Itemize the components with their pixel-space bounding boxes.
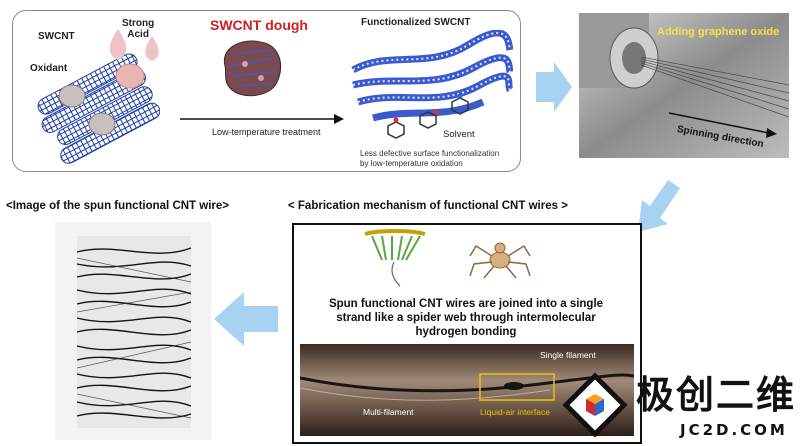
- acid-drop-icon: [109, 29, 127, 60]
- flow-arrow-right-icon: [536, 62, 572, 112]
- spinning-photo: [579, 13, 789, 158]
- graphene-label: Adding graphene oxide: [657, 26, 780, 38]
- functionalization-note: Less defective surface functionalization…: [360, 149, 500, 168]
- solvent-label: Solvent: [443, 129, 475, 140]
- multi-filament-label: Multi-filament: [363, 407, 414, 417]
- acid-drop-icon: [145, 36, 159, 61]
- web-anchor-illustration: [364, 229, 426, 287]
- swcnt-bundle-illustration: [37, 53, 160, 164]
- interface-highlight-box: [479, 373, 555, 401]
- mechanism-section-title: < Fabrication mechanism of functional CN…: [288, 200, 568, 212]
- cnt-wire-spool-photo: [55, 222, 211, 440]
- swcnt-dough-illustration: [223, 40, 282, 97]
- swcnt-label: SWCNT: [38, 31, 75, 42]
- process-arrow-icon: [180, 114, 344, 124]
- solvent-molecule-icon: [387, 117, 405, 139]
- dough-label: SWCNT dough: [210, 17, 308, 33]
- image-section-title: <Image of the spun functional CNT wire>: [6, 200, 229, 212]
- flow-arrow-down-left-icon: [638, 180, 680, 232]
- oxidant-particle: [58, 84, 86, 108]
- oxidant-label: Oxidant: [30, 63, 68, 74]
- solvent-molecule-icon: [451, 93, 469, 115]
- mechanism-description: Spun functional CNT wires are joined int…: [328, 298, 604, 338]
- functionalized-swcnt-illustration: [351, 30, 513, 139]
- functionalized-label: Functionalized SWCNT: [361, 17, 471, 28]
- watermark-domain-text: JC2D.COM: [680, 421, 788, 439]
- interface-label: Liquid-air interface: [480, 407, 550, 417]
- oxidant-particle: [88, 112, 116, 136]
- watermark-logo-icon: [562, 372, 628, 438]
- solvent-molecule-icon: [419, 109, 439, 129]
- spider-icon: [469, 242, 531, 279]
- single-filament-label: Single filament: [540, 350, 596, 360]
- acid-drops: [109, 29, 159, 61]
- watermark-chinese-text: 极创二维: [636, 373, 797, 417]
- oxidant-particle: [115, 63, 145, 89]
- process-label: Low-temperature treatment: [212, 127, 321, 137]
- acid-label: Strong Acid: [122, 18, 155, 40]
- flow-arrow-left-icon: [214, 292, 278, 346]
